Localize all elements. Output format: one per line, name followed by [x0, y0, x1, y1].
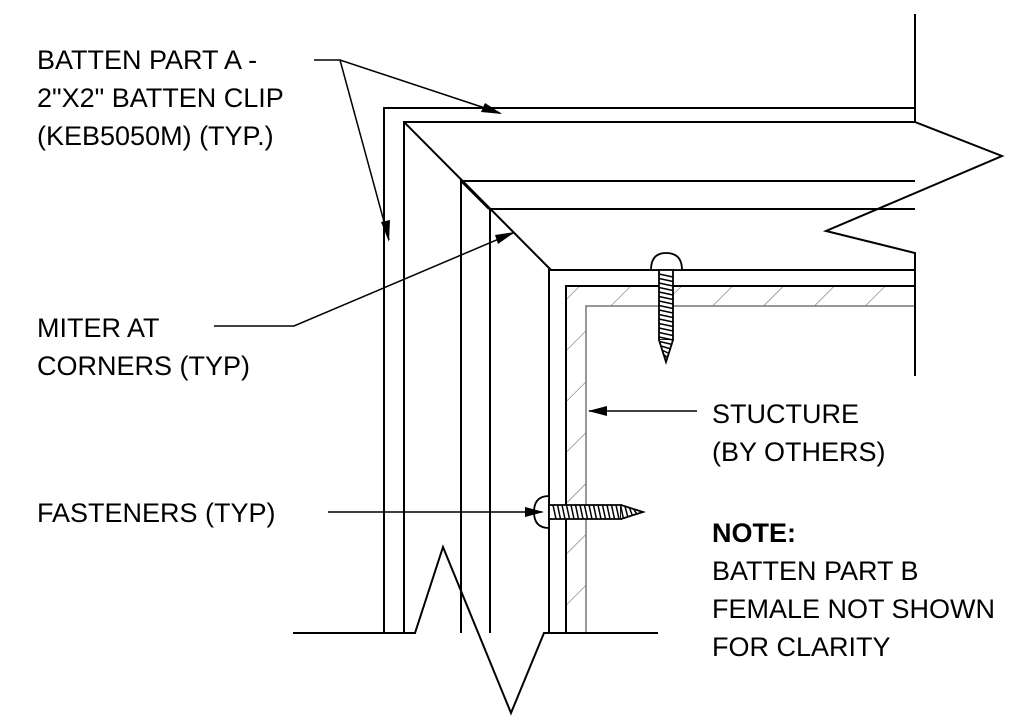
- thread-line: [634, 510, 637, 515]
- thread-line: [659, 310, 673, 313]
- arrow-fasteners: [525, 507, 544, 517]
- leader-miter: [214, 233, 513, 326]
- thread-line: [603, 505, 606, 519]
- thread-line: [659, 292, 673, 295]
- thread-line: [659, 337, 673, 340]
- note-line-2: FEMALE NOT SHOWN: [712, 594, 996, 624]
- thread-line: [625, 506, 628, 517]
- thread-line: [562, 505, 565, 519]
- label-batten-part-a: BATTEN PART A - 2"X2" BATTEN CLIP (KEB50…: [37, 44, 284, 152]
- thread-line: [585, 505, 588, 519]
- thread-line: [659, 315, 673, 318]
- thread-line: [664, 355, 668, 358]
- thread-line: [659, 324, 673, 327]
- thread-line: [576, 505, 579, 519]
- thread-line: [659, 306, 673, 309]
- arrow-batten-a: [481, 103, 502, 114]
- note-title: NOTE:: [712, 518, 796, 548]
- note-block: NOTE: BATTEN PART B FEMALE NOT SHOWN FOR…: [712, 517, 995, 663]
- fastener-left-threads: [553, 505, 637, 519]
- label-batten-part-a-line-1: BATTEN PART A -: [37, 45, 258, 75]
- label-miter-line-2: CORNERS (TYP): [37, 351, 251, 381]
- thread-line: [589, 505, 592, 519]
- label-batten-part-a-line-2: 2"X2" BATTEN CLIP: [37, 83, 284, 113]
- note-line-1: BATTEN PART B: [712, 556, 919, 586]
- thread-line: [663, 351, 670, 354]
- thread-line: [659, 328, 673, 331]
- thread-line: [594, 505, 597, 519]
- thread-line: [659, 297, 673, 300]
- thread-line: [621, 505, 624, 519]
- label-structure-line-2: (BY OTHERS): [712, 437, 886, 467]
- label-structure-line-1: STUCTURE: [712, 399, 859, 429]
- thread-line: [630, 508, 633, 516]
- thread-line: [659, 279, 673, 282]
- thread-line: [553, 505, 556, 519]
- thread-line: [612, 505, 615, 519]
- label-batten-part-a-line-3: (KEB5050M) (TYP.): [37, 121, 274, 151]
- thread-line: [616, 505, 619, 519]
- label-fasteners: FASTENERS (TYP): [37, 497, 276, 529]
- label-fasteners-line-1: FASTENERS (TYP): [37, 498, 276, 528]
- arrow-structure: [588, 406, 607, 416]
- thread-line: [567, 505, 570, 519]
- break-lines: [293, 14, 1002, 713]
- thread-line: [607, 505, 610, 519]
- fastener-top-threads: [659, 274, 673, 358]
- leader-batten-a-vertical: [340, 60, 389, 240]
- leader-arrowheads: [381, 103, 607, 517]
- thread-line: [598, 505, 601, 519]
- label-miter: MITER AT CORNERS (TYP): [37, 312, 250, 382]
- thread-line: [571, 505, 574, 519]
- thread-line: [661, 346, 671, 349]
- fastener-top-screw: [651, 253, 682, 362]
- thread-line: [659, 274, 673, 277]
- miter-lines: [404, 122, 551, 270]
- thread-line: [659, 319, 673, 322]
- arrow-miter: [495, 232, 515, 244]
- thread-line: [580, 505, 583, 519]
- thread-line: [660, 342, 673, 345]
- thread-line: [659, 301, 673, 304]
- note-line-3: FOR CLARITY: [712, 632, 891, 662]
- thread-line: [659, 283, 673, 286]
- thread-line: [659, 333, 673, 336]
- thread-line: [558, 505, 561, 519]
- arrow-batten-a-vertical: [381, 220, 390, 242]
- thread-line: [659, 288, 673, 291]
- label-structure: STUCTURE (BY OTHERS): [712, 398, 886, 468]
- label-miter-line-1: MITER AT: [37, 313, 160, 343]
